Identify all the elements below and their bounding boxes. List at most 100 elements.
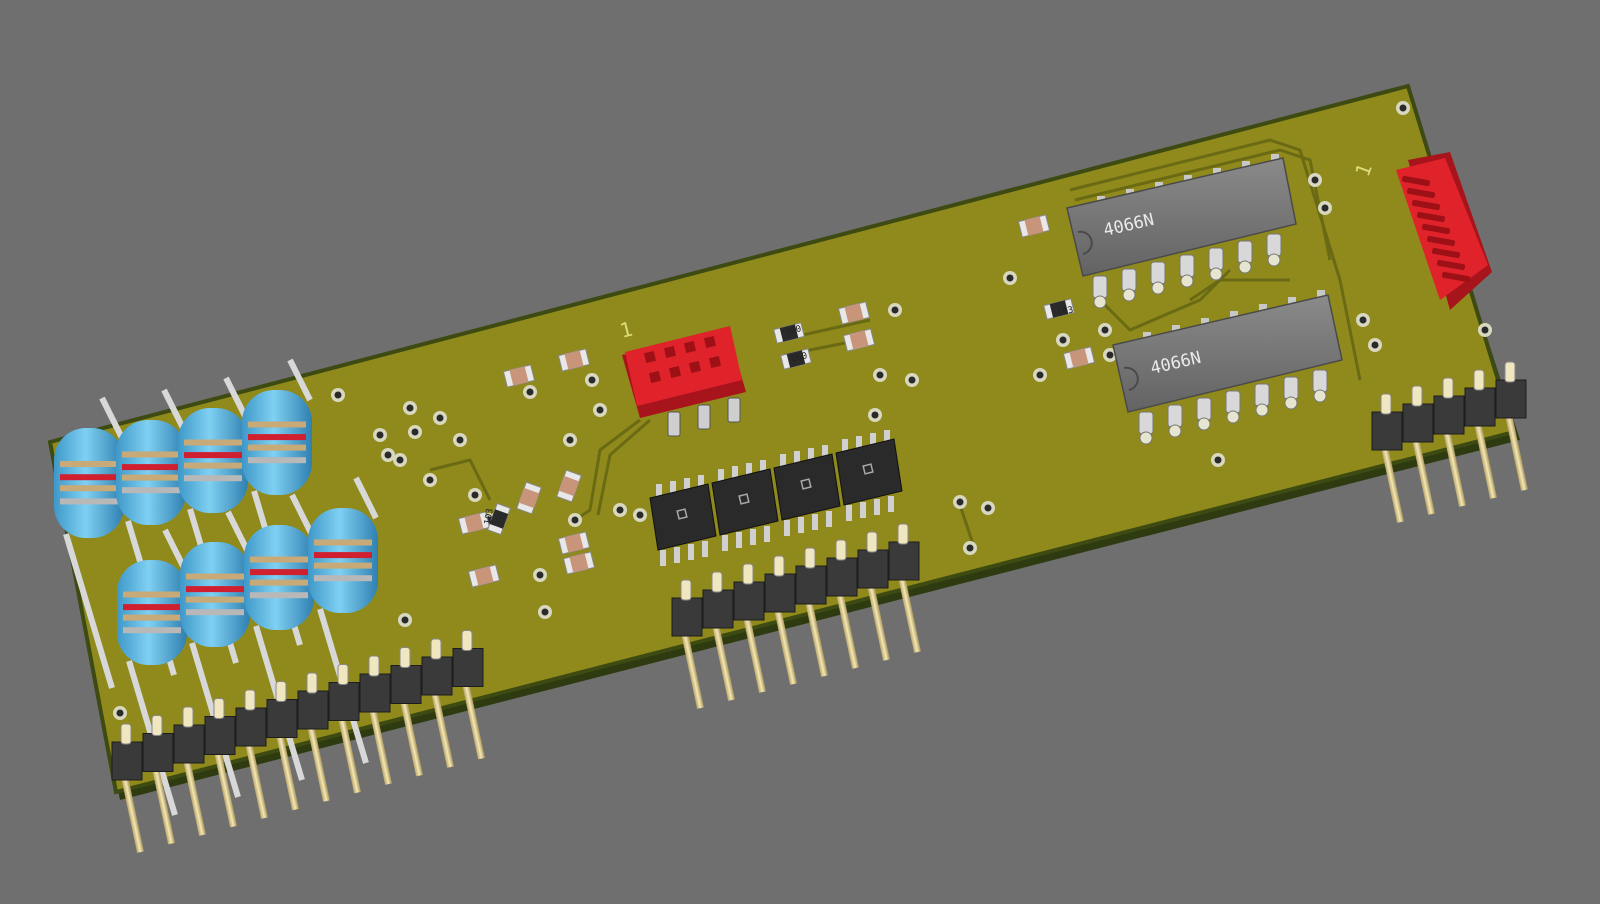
via xyxy=(468,488,482,502)
header-pin xyxy=(266,681,299,811)
pin-header-right xyxy=(1371,361,1528,523)
smd-chip xyxy=(486,502,512,536)
header-pin xyxy=(671,579,704,709)
header-pin xyxy=(390,647,423,777)
smd-chip xyxy=(773,322,805,344)
via xyxy=(1308,173,1322,187)
header-pin xyxy=(888,523,921,653)
smd-label-b: 103 xyxy=(1056,305,1074,319)
resistor xyxy=(54,396,125,689)
header-pin xyxy=(111,723,144,853)
smd-label-c: 060 xyxy=(784,324,802,338)
via xyxy=(1368,338,1382,352)
via xyxy=(1396,101,1410,115)
smd-chip xyxy=(837,301,871,325)
soic-chip xyxy=(649,475,717,566)
via xyxy=(453,433,467,447)
header-pin xyxy=(826,539,859,669)
header-pin xyxy=(857,531,890,661)
via xyxy=(1478,323,1492,337)
via xyxy=(393,453,407,467)
header-pin xyxy=(452,630,485,760)
header-pin xyxy=(142,715,175,845)
via xyxy=(423,473,437,487)
smd-labels: 103 103 060 060 xyxy=(483,305,1074,525)
header-pin xyxy=(1371,393,1404,523)
header-pin xyxy=(235,689,268,819)
header-pin xyxy=(421,638,454,768)
via xyxy=(1003,271,1017,285)
via xyxy=(1098,323,1112,337)
via xyxy=(868,408,882,422)
header-pin xyxy=(764,555,797,685)
via xyxy=(873,368,887,382)
via xyxy=(533,568,547,582)
smd-chip xyxy=(467,564,501,588)
smd-label-a: 103 xyxy=(483,508,496,526)
header-pin xyxy=(733,563,766,693)
soic-chip-row xyxy=(649,430,903,566)
via xyxy=(585,373,599,387)
via xyxy=(1356,313,1370,327)
via xyxy=(381,448,395,462)
connector-right: 1 xyxy=(1350,152,1492,310)
header-pin xyxy=(1433,377,1466,507)
smd-chip xyxy=(457,511,491,535)
via xyxy=(981,501,995,515)
via xyxy=(633,508,647,522)
via xyxy=(905,373,919,387)
pin-header-left xyxy=(111,630,485,853)
connector-middle-pin1-label: 1 xyxy=(617,317,634,343)
smd-chip xyxy=(556,469,582,503)
via xyxy=(963,541,977,555)
smd-chip xyxy=(562,551,596,575)
header-pin xyxy=(359,655,392,785)
header-pin xyxy=(702,571,735,701)
smd-chip xyxy=(1017,214,1051,238)
via xyxy=(398,613,412,627)
via xyxy=(1033,368,1047,382)
resistor xyxy=(178,376,249,664)
header-pin xyxy=(1464,369,1497,499)
smd-chip xyxy=(557,531,591,555)
resistor xyxy=(308,476,379,764)
header-pin xyxy=(328,664,361,794)
via xyxy=(331,388,345,402)
header-pin xyxy=(204,698,237,828)
connector-middle: 1 xyxy=(617,317,746,437)
header-pin xyxy=(795,547,828,677)
ic-top: 4066N xyxy=(1066,154,1297,309)
header-pin xyxy=(173,706,206,836)
smd-chip xyxy=(780,348,812,370)
header-pin xyxy=(1402,385,1435,515)
via xyxy=(1211,453,1225,467)
via xyxy=(953,495,967,509)
smd-chip xyxy=(842,328,876,352)
header-pin xyxy=(1495,361,1528,491)
via xyxy=(1103,348,1117,362)
pin-header-middle xyxy=(671,523,921,709)
soic-chip xyxy=(773,445,841,536)
via xyxy=(1056,333,1070,347)
resistor-array xyxy=(54,358,379,816)
smd-chip xyxy=(1043,298,1075,320)
via xyxy=(113,706,127,720)
via xyxy=(613,503,627,517)
via xyxy=(403,401,417,415)
via-holes xyxy=(113,101,1492,720)
smd-chip xyxy=(557,348,591,372)
smd-components xyxy=(457,214,1096,588)
soic-chip xyxy=(835,430,903,521)
header-pin xyxy=(297,672,330,802)
via xyxy=(563,433,577,447)
via xyxy=(568,513,582,527)
via xyxy=(433,411,447,425)
resistor xyxy=(116,388,187,676)
smd-chip xyxy=(516,481,542,515)
smd-chip xyxy=(502,364,536,388)
ic-bottom: 4066N xyxy=(1112,290,1343,445)
via xyxy=(408,425,422,439)
via xyxy=(538,605,552,619)
